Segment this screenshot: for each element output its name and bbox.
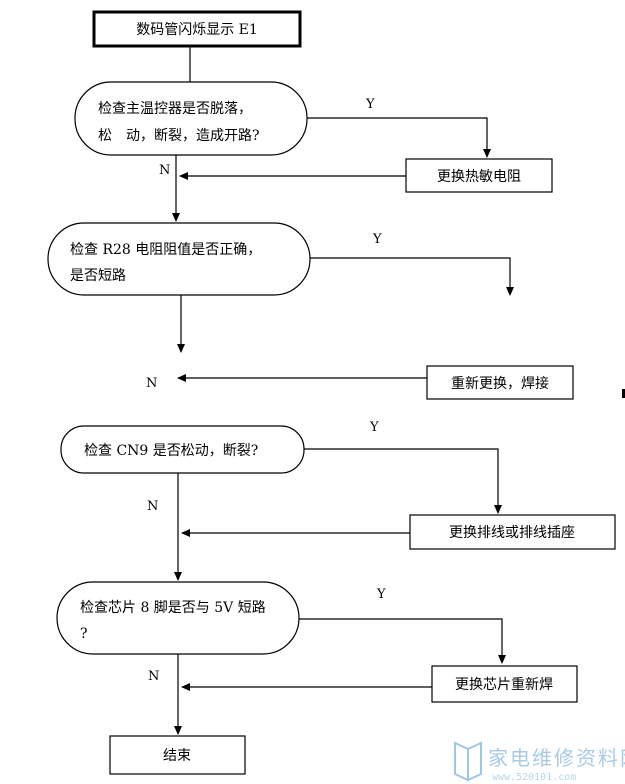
- action-box-2: [426, 365, 574, 400]
- start-text: 数码管闪烁显示 E1: [136, 22, 258, 38]
- action-box-4: [431, 665, 578, 703]
- action-2-text: 重新更换，焊接: [451, 375, 549, 392]
- decision-2-line2: 是否短路: [70, 268, 126, 284]
- q4-yes-label: Y: [376, 587, 386, 602]
- q4-no-label: N: [148, 669, 159, 684]
- action-box-1: [405, 158, 553, 193]
- start-box: [92, 10, 302, 48]
- decision-1-line2: 松 动，断裂，造成开路?: [98, 128, 260, 144]
- watermark-url: www.520101.com: [492, 772, 576, 783]
- action-3-text: 更换排线或排线插座: [449, 524, 575, 541]
- end-text: 结束: [163, 748, 191, 764]
- action-box-3: [409, 514, 616, 550]
- q1-no-label: N: [159, 163, 170, 178]
- connector-q2-yes: [310, 257, 514, 296]
- action-4-text: 更换芯片重新焊: [455, 676, 553, 693]
- decision-4-line2: ?: [80, 626, 88, 642]
- watermark-text: 家电维修资料网: [488, 746, 625, 770]
- connector-q4-yes: [299, 618, 506, 664]
- decision-box-1: [74, 81, 308, 156]
- q3-yes-label: Y: [369, 420, 379, 435]
- edge-mark: [622, 389, 625, 398]
- end-box: [109, 735, 246, 775]
- watermark: 家电维修资料网 www.520101.com: [454, 741, 625, 783]
- decision-3-text: 检查 CN9 是否松动，断裂?: [84, 443, 258, 459]
- book-icon: [454, 741, 482, 782]
- q2-no-label: N: [146, 376, 157, 391]
- action-1-text: 更换热敏电阻: [437, 168, 521, 185]
- q2-yes-label: Y: [372, 232, 382, 247]
- q1-yes-label: Y: [365, 97, 375, 112]
- decision-box-2: [47, 222, 311, 296]
- decision-2-line1: 检查 R28 电阻阻值是否正确，: [70, 242, 261, 258]
- decision-1-line1: 检查主温控器是否脱落，: [98, 101, 252, 117]
- decision-4-line1: 检查芯片 8 脚是否与 5V 短路: [80, 600, 266, 616]
- connector-q3-yes: [304, 448, 502, 514]
- connector-q1-yes: [307, 117, 491, 158]
- decision-box-4: [56, 581, 300, 655]
- q3-no-label: N: [147, 499, 158, 514]
